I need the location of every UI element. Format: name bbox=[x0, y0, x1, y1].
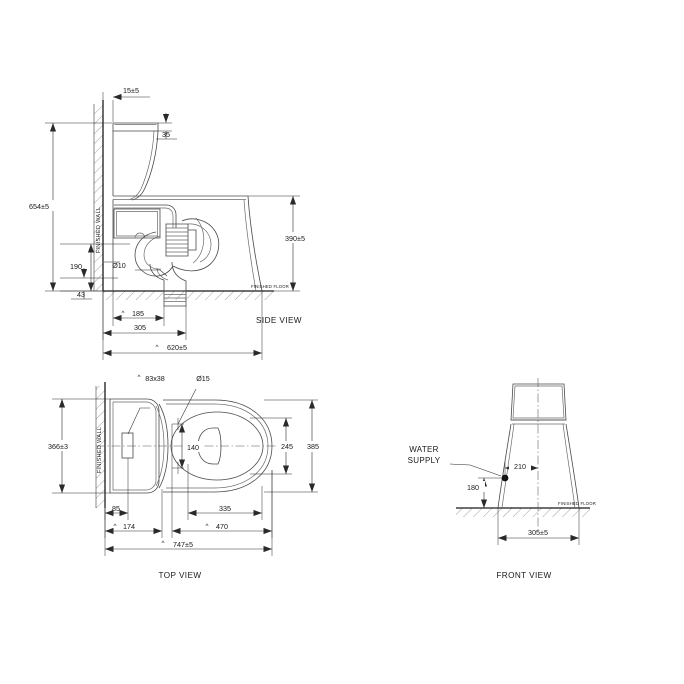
side-skirt-front-inner bbox=[243, 199, 257, 292]
side-flange-ribs bbox=[166, 227, 188, 253]
side-outlet-left bbox=[149, 263, 165, 291]
top-dim-470-caret: ^ bbox=[206, 523, 209, 530]
side-duct-inner bbox=[114, 207, 174, 228]
top-dim-245-mask bbox=[276, 441, 297, 452]
side-outlet-right bbox=[171, 261, 187, 291]
side-dim-305: 305 bbox=[134, 323, 146, 332]
top-cutout-caret: ^ bbox=[138, 374, 141, 381]
front-view-group: WATER SUPPLY 210 180 305±5 FINISHED FLOO… bbox=[408, 378, 596, 580]
side-flange-collar bbox=[188, 229, 197, 251]
top-dim-366-mask bbox=[44, 440, 72, 451]
top-dim-747: 747±5 bbox=[173, 540, 193, 549]
side-tank-front bbox=[131, 130, 159, 201]
front-tank bbox=[510, 383, 567, 421]
top-dim-245: 245 bbox=[281, 442, 293, 451]
top-dim-174-caret: ^ bbox=[114, 523, 117, 530]
top-dim-140: 140 bbox=[187, 443, 199, 452]
front-skirt-right-inner bbox=[562, 423, 576, 509]
top-dim-335: 335 bbox=[219, 504, 231, 513]
top-dim-cutout: 83x38 bbox=[145, 374, 165, 383]
top-dim-85: 85 bbox=[112, 504, 120, 513]
front-dim-180: 180 bbox=[467, 483, 479, 492]
top-shoulder bbox=[158, 403, 169, 489]
side-jet-passage bbox=[192, 217, 205, 264]
top-tank-outline bbox=[109, 398, 160, 494]
top-tank-outline-inner bbox=[112, 401, 157, 491]
side-view-group: FINISHED WALL FINISHED FLOOR 15±5 35 654… bbox=[24, 86, 310, 360]
front-skirt-right bbox=[565, 423, 580, 509]
side-view-title: SIDE VIEW bbox=[256, 316, 302, 325]
side-duct bbox=[114, 204, 177, 228]
side-finished-floor-label: FINISHED FLOOR bbox=[251, 284, 289, 289]
top-bolt-leader bbox=[177, 388, 197, 425]
top-view-title: TOP VIEW bbox=[159, 571, 202, 580]
top-cutout-leader bbox=[127, 407, 150, 435]
side-dim-190: 190 bbox=[70, 262, 82, 271]
side-dim-654: 654±5 bbox=[29, 202, 49, 211]
front-view-title: FRONT VIEW bbox=[496, 571, 551, 580]
side-outlet-inner bbox=[156, 267, 169, 281]
top-wall-hatch bbox=[96, 386, 105, 508]
side-trap-bulb-inner bbox=[143, 235, 162, 270]
side-dim-654-mask bbox=[24, 200, 54, 211]
water-supply-leader bbox=[449, 463, 502, 477]
top-dim-174-value: 174 bbox=[123, 522, 135, 531]
top-view-group: FINISHED WALL 366±3 ^ 83x38 Ø15 140 245 … bbox=[44, 374, 323, 580]
front-dim-210-mask bbox=[509, 461, 531, 472]
side-dim-185: 185 bbox=[132, 309, 144, 318]
front-finished-floor-label: FINISHED FLOOR bbox=[558, 501, 596, 506]
top-water-spot bbox=[197, 427, 222, 465]
side-dim-620: 620±5 bbox=[167, 343, 187, 352]
side-flange bbox=[165, 223, 189, 257]
top-dim-366: 366±3 bbox=[48, 442, 68, 451]
water-supply-label-line2: SUPPLY bbox=[408, 456, 441, 465]
front-floor-hatch bbox=[456, 508, 590, 517]
top-dim-385-mask bbox=[302, 441, 323, 452]
side-finished-wall-label: FINISHED WALL bbox=[96, 207, 102, 254]
side-dim-390: 390±5 bbox=[285, 234, 305, 243]
side-fill-valve-box-inner bbox=[116, 211, 158, 237]
front-tank-inner bbox=[512, 385, 565, 419]
side-skirt-front bbox=[247, 195, 263, 292]
side-fill-valve-box bbox=[113, 208, 161, 239]
top-finished-wall-label: FINISHED WALL bbox=[97, 427, 103, 474]
side-trap-outer bbox=[172, 218, 220, 272]
side-dim-15: 15±5 bbox=[123, 86, 139, 95]
side-outlet-stub-ribs bbox=[164, 294, 186, 302]
front-dim-305: 305±5 bbox=[528, 528, 548, 537]
side-floor-hatch bbox=[103, 291, 274, 300]
side-dim-35: 35 bbox=[162, 130, 170, 139]
top-dim-747-caret: ^ bbox=[162, 540, 165, 547]
side-tank-front-inner bbox=[129, 130, 155, 200]
water-supply-label-line1: WATER bbox=[409, 445, 439, 454]
side-trap-outer-inner bbox=[187, 223, 212, 263]
side-dim-43: 43 bbox=[77, 290, 85, 299]
side-trap-bulb bbox=[134, 231, 174, 277]
front-dim-180-mask bbox=[464, 481, 485, 492]
front-dim-210: 210 bbox=[514, 462, 526, 471]
front-skirt-left bbox=[497, 423, 512, 509]
side-dim-190-mask bbox=[62, 260, 90, 271]
top-dim-140-mask bbox=[183, 441, 204, 452]
side-dim-dia10: Ø10 bbox=[112, 261, 126, 270]
side-dia10-leader bbox=[135, 269, 168, 277]
side-dim-185-caret: ^ bbox=[122, 310, 125, 317]
top-dim-470: 470 bbox=[216, 522, 228, 531]
top-cutout-rect bbox=[121, 432, 134, 459]
top-dim-dia15: Ø15 bbox=[196, 374, 210, 383]
side-dim-390-mask bbox=[279, 232, 310, 243]
side-dim-620-caret: ^ bbox=[156, 344, 159, 351]
top-dim-385: 385 bbox=[307, 442, 319, 451]
side-wall-hatch bbox=[94, 104, 103, 291]
